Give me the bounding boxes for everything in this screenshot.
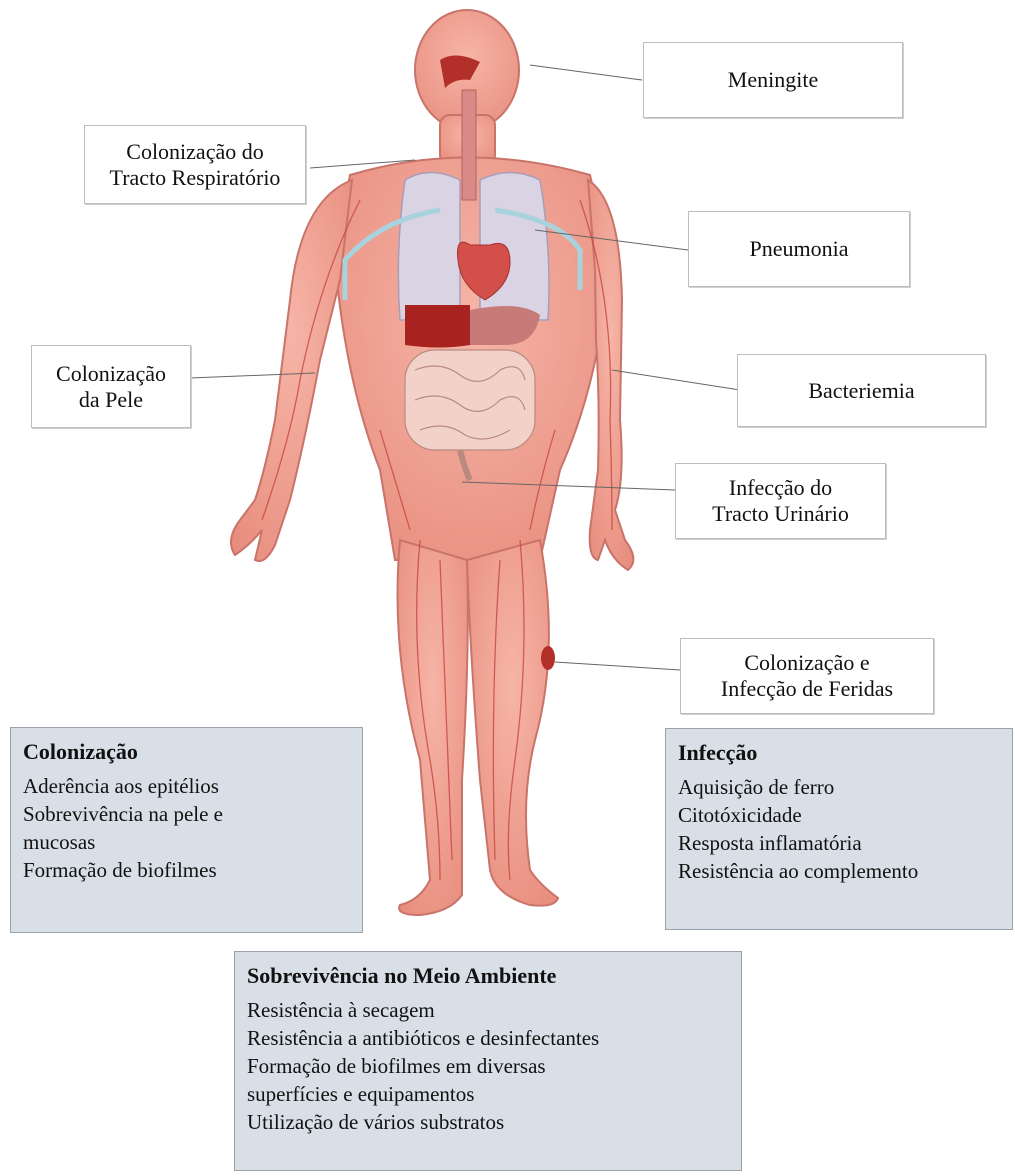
label-urinario-line1: Infecção do [729, 475, 832, 501]
label-feridas-line2: Infecção de Feridas [721, 676, 893, 702]
infeccao-item: Aquisição de ferro [678, 773, 1000, 801]
ambiente-item: Resistência a antibióticos e desinfectan… [247, 1024, 729, 1052]
colonizacao-item: mucosas [23, 828, 350, 856]
infeccao-item: Resistência ao complemento [678, 857, 1000, 885]
ambiente-item: Formação de biofilmes em diversas [247, 1052, 729, 1080]
liver [405, 305, 470, 348]
label-bacteriemia-text: Bacteriemia [808, 378, 914, 404]
infeccao-title: Infecção [678, 739, 1000, 767]
label-pneumonia: Pneumonia [688, 211, 910, 287]
colonizacao-item: Sobrevivência na pele e [23, 800, 350, 828]
label-meningite-text: Meningite [728, 67, 818, 93]
label-meningite: Meningite [643, 42, 903, 118]
infeccao-box: Infecção Aquisição de ferro Citotóxicida… [665, 728, 1013, 930]
label-pele-line2: da Pele [79, 387, 143, 413]
infeccao-item: Citotóxicidade [678, 801, 1000, 829]
ambiente-title: Sobrevivência no Meio Ambiente [247, 962, 729, 990]
label-feridas: Colonização e Infecção de Feridas [680, 638, 934, 714]
label-pele-line1: Colonização [56, 361, 166, 387]
ambiente-item: Utilização de vários substratos [247, 1108, 729, 1136]
label-tracto-urinario: Infecção do Tracto Urinário [675, 463, 886, 539]
label-respiratorio-line1: Colonização do [126, 139, 263, 165]
label-feridas-line1: Colonização e [744, 650, 869, 676]
label-pneumonia-text: Pneumonia [750, 236, 849, 262]
ambiente-box: Sobrevivência no Meio Ambiente Resistênc… [234, 951, 742, 1171]
ambiente-item: superfícies e equipamentos [247, 1080, 729, 1108]
label-urinario-line2: Tracto Urinário [712, 501, 849, 527]
label-bacteriemia: Bacteriemia [737, 354, 986, 427]
colonizacao-item: Aderência aos epitélios [23, 772, 350, 800]
label-pele: Colonização da Pele [31, 345, 191, 428]
label-tracto-respiratorio: Colonização do Tracto Respiratório [84, 125, 306, 204]
colonizacao-item: Formação de biofilmes [23, 856, 350, 884]
label-respiratorio-line2: Tracto Respiratório [110, 165, 281, 191]
wound-mark [541, 646, 555, 670]
ambiente-item: Resistência à secagem [247, 996, 729, 1024]
colonizacao-box: Colonização Aderência aos epitélios Sobr… [10, 727, 363, 933]
colonizacao-title: Colonização [23, 738, 350, 766]
infeccao-item: Resposta inflamatória [678, 829, 1000, 857]
